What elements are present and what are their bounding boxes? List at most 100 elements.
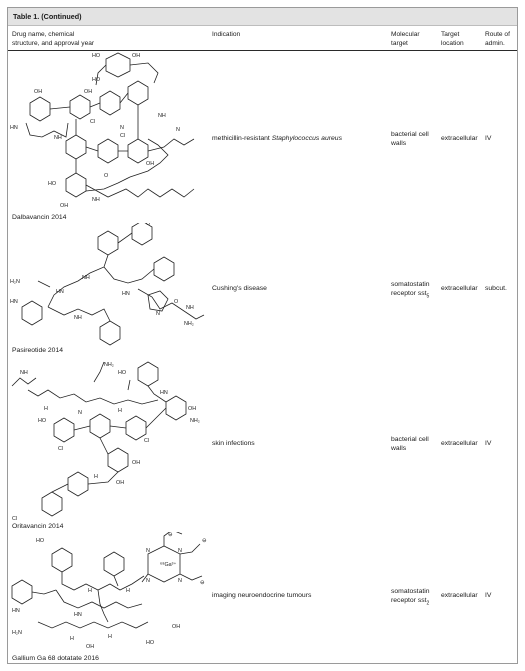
pasireotide-structure: O H₂N NH HN HN HN N O NH NH NH₂ (10, 223, 205, 346)
svg-text:H₂N: H₂N (10, 279, 20, 285)
header-indication: Indication (212, 31, 241, 38)
svg-text:HO: HO (38, 418, 46, 424)
target-location: extracellular (441, 592, 478, 599)
svg-text:Cl: Cl (58, 446, 63, 452)
svg-text:O: O (174, 299, 178, 305)
indication: Cushing's disease (212, 285, 267, 292)
svg-text:OH: OH (142, 360, 150, 361)
svg-text:OH: OH (132, 53, 140, 59)
target-location: extracellular (441, 440, 478, 447)
drug-name: Oritavancin 2014 (12, 523, 64, 530)
molecular-target: bacterial cell walls (391, 436, 429, 452)
route-of-admin: IV (485, 135, 492, 142)
svg-text:N: N (146, 578, 150, 584)
route-of-admin: IV (485, 592, 492, 599)
svg-text:NH: NH (54, 135, 62, 141)
molecular-target: somatostatin receptor sst2 (391, 588, 430, 606)
svg-text:Cl: Cl (144, 438, 149, 444)
svg-text:N: N (176, 127, 180, 133)
svg-text:OH: OH (86, 644, 94, 650)
table-row: HO ⊖ ⊖ ⁶⁸Ga³⁺ N N N N ⊖ HN H H HN H₂N H … (8, 532, 517, 665)
svg-text:HO: HO (36, 538, 44, 544)
table-row: HO OH OH OH HO HN Cl Cl NH N N NH OH HO … (8, 51, 517, 223)
svg-text:⁶⁸Ga³⁺: ⁶⁸Ga³⁺ (160, 562, 176, 568)
svg-text:NH₂: NH₂ (184, 321, 194, 327)
svg-text:NH₂: NH₂ (104, 362, 114, 368)
oritavancin-structure: OH HO NH₂ NH H HO N H HN OH NH₂ Cl Cl OH… (11, 360, 200, 520)
caption-label: Table 1. (13, 12, 40, 21)
svg-text:H₂N: H₂N (12, 630, 22, 636)
svg-text:H: H (118, 408, 122, 414)
caption-suffix: (Continued) (41, 12, 82, 21)
svg-text:HN: HN (160, 390, 168, 396)
svg-text:HN: HN (10, 299, 18, 305)
table-row: OH HO NH₂ NH H HO N H HN OH NH₂ Cl Cl OH… (8, 360, 517, 532)
svg-text:HN: HN (12, 608, 20, 614)
drug-name: Gallium Ga 68 dotatate 2016 (12, 655, 99, 662)
svg-text:HN: HN (74, 612, 82, 618)
header-target-location: Target location (441, 31, 464, 47)
svg-text:OH: OH (60, 203, 68, 209)
svg-text:H: H (44, 406, 48, 412)
svg-text:H: H (108, 634, 112, 640)
svg-text:HO: HO (92, 53, 100, 59)
svg-text:NH: NH (20, 370, 28, 376)
header-route: Route of admin. (485, 31, 510, 47)
svg-text:H: H (88, 588, 92, 594)
svg-text:HN: HN (122, 291, 130, 297)
route-of-admin: IV (485, 440, 492, 447)
dalbavancin-structure: HO OH OH OH HO HN Cl Cl NH N N NH OH HO … (10, 52, 195, 209)
svg-text:Cl: Cl (90, 119, 95, 125)
svg-text:OH: OH (172, 624, 180, 630)
indication: skin infections (212, 440, 255, 447)
drug-name: Dalbavancin 2014 (12, 214, 67, 221)
svg-text:NH₂: NH₂ (190, 418, 200, 424)
svg-text:N: N (120, 125, 124, 131)
indication: methicillin-resistant Staphylococcus aur… (212, 135, 342, 142)
svg-text:O: O (104, 173, 108, 179)
molecular-target: somatostatin receptor sst5 (391, 281, 430, 299)
svg-text:OH: OH (146, 161, 154, 167)
svg-text:OH: OH (188, 406, 196, 412)
svg-text:NH: NH (82, 275, 90, 281)
svg-text:H: H (126, 588, 130, 594)
table-row: O H₂N NH HN HN HN N O NH NH NH₂ Pasireot… (8, 223, 517, 360)
svg-text:HN: HN (56, 289, 64, 295)
header-drug: Drug name, chemical structure, and appro… (12, 31, 95, 47)
svg-text:HO: HO (146, 640, 154, 646)
table-header: Drug name, chemical structure, and appro… (8, 26, 517, 51)
table-page: Table 1. (Continued) Drug name, chemical… (7, 7, 518, 664)
svg-text:OH: OH (116, 480, 124, 486)
svg-text:HO: HO (118, 370, 126, 376)
route-of-admin: subcut. (485, 285, 507, 292)
svg-text:HO: HO (48, 181, 56, 187)
target-location: extracellular (441, 285, 478, 292)
svg-text:NH: NH (74, 315, 82, 321)
svg-text:OH: OH (84, 89, 92, 95)
svg-text:N: N (178, 548, 182, 554)
svg-text:NH: NH (158, 113, 166, 119)
indication: imaging neuroendocrine tumours (212, 592, 312, 599)
svg-text:N: N (78, 410, 82, 416)
drug-name: Pasireotide 2014 (12, 347, 64, 354)
table-caption: Table 1. (Continued) (8, 8, 517, 26)
svg-text:N: N (178, 578, 182, 584)
svg-text:OH: OH (34, 89, 42, 95)
svg-text:O: O (146, 223, 150, 227)
header-molecular-target: Molecular target (391, 31, 420, 47)
target-location: extracellular (441, 135, 478, 142)
svg-text:Cl: Cl (12, 516, 17, 520)
gallium-dotatate-structure: HO ⊖ ⊖ ⁶⁸Ga³⁺ N N N N ⊖ HN H H HN H₂N H … (11, 532, 207, 650)
svg-text:H: H (70, 636, 74, 642)
svg-text:Cl: Cl (120, 133, 125, 139)
svg-text:⊖: ⊖ (200, 580, 205, 586)
svg-text:⊖: ⊖ (202, 538, 207, 544)
svg-text:⊖: ⊖ (168, 532, 173, 538)
svg-text:OH: OH (132, 460, 140, 466)
svg-text:N: N (156, 311, 160, 317)
molecular-target: bacterial cell walls (391, 131, 429, 147)
svg-text:NH: NH (186, 305, 194, 311)
svg-text:N: N (146, 548, 150, 554)
svg-text:NH: NH (92, 197, 100, 203)
svg-text:HN: HN (10, 125, 18, 131)
